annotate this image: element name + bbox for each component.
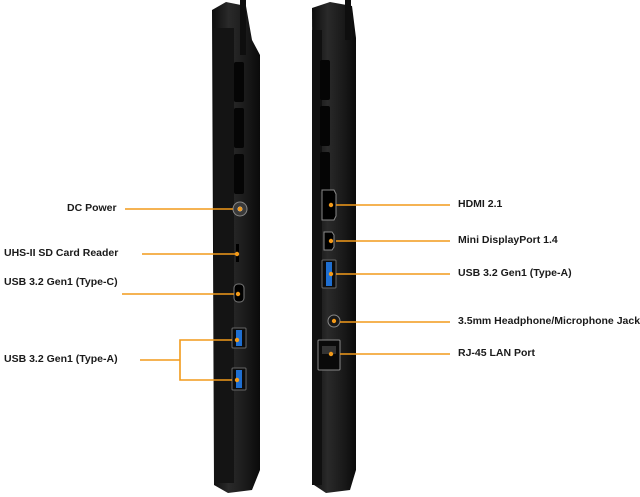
callout-dot-mini-dp: [328, 238, 334, 244]
callout-dot-usb-a-right: [328, 271, 334, 277]
right-side-vents: [320, 60, 330, 192]
left-side-profile: [212, 0, 260, 493]
label-usb-a-right: USB 3.2 Gen1 (Type-A): [458, 267, 572, 279]
label-rj45: RJ-45 LAN Port: [458, 347, 536, 359]
callout-dot-usb-a-left-1: [234, 337, 240, 343]
callout-dot-dc-power: [237, 206, 243, 212]
callout-dot-usb-a-left-2: [234, 377, 240, 383]
callout-dot-rj45: [328, 351, 334, 357]
label-mini-displayport: Mini DisplayPort 1.4: [458, 234, 558, 246]
callout-dot-hdmi: [328, 202, 334, 208]
callout-dot-usb-c: [235, 291, 241, 297]
label-usb-c-left: USB 3.2 Gen1 (Type-C): [4, 276, 118, 288]
callout-dot-audio: [331, 318, 337, 324]
left-callouts: [122, 208, 237, 381]
label-audio-jack: 3.5mm Headphone/Microphone Jack: [458, 315, 640, 327]
callout-dot-sd-card: [234, 251, 240, 257]
label-dc-power: DC Power: [67, 202, 117, 214]
usb-a-port-left-1: [231, 327, 247, 349]
right-callouts: [336, 204, 450, 355]
label-usb-a-left: USB 3.2 Gen1 (Type-A): [4, 353, 118, 365]
rj45-port: [317, 339, 341, 371]
label-sd-card-reader: UHS-II SD Card Reader: [4, 247, 119, 259]
right-side-profile: [312, 0, 356, 493]
usb-a-port-left-2: [231, 367, 247, 391]
left-side-vents: [234, 62, 244, 194]
label-hdmi: HDMI 2.1: [458, 198, 503, 210]
